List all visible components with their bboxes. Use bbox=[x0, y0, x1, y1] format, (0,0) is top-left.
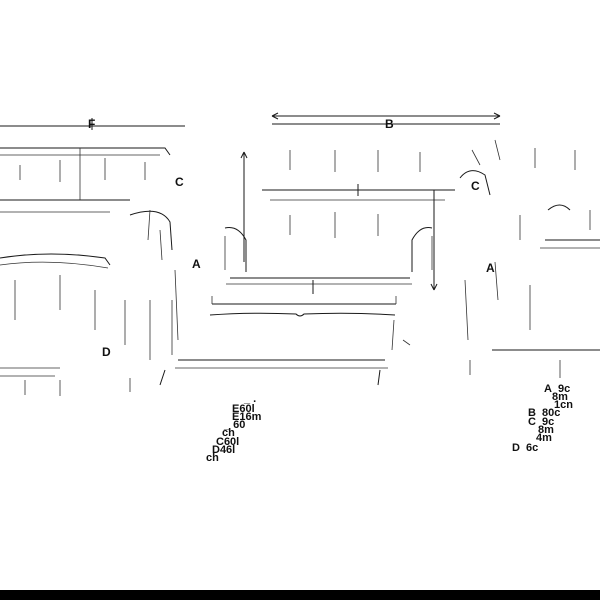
center-sofa-body-sides bbox=[171, 300, 395, 355]
left-sofa-arm bbox=[129, 210, 173, 251]
center-sofa-back-dashes bbox=[289, 150, 421, 172]
dimension-left-2: E16m bbox=[232, 411, 262, 423]
dimension-right-value-7: 6c bbox=[526, 442, 538, 454]
right-sofa-arm-top bbox=[459, 170, 491, 196]
dimension-right-key-7: D bbox=[512, 442, 520, 454]
left-sofa-side-dashes bbox=[149, 269, 179, 360]
center-sofa-front-cushion bbox=[209, 312, 396, 317]
left-sofa-back-top bbox=[0, 147, 171, 156]
dimension-arrow-a-bottom bbox=[430, 283, 438, 291]
dimension-left-1: E60l bbox=[232, 403, 255, 415]
dimension-arrow-a-top bbox=[240, 151, 248, 159]
left-sofa-arm-dashes bbox=[147, 209, 163, 261]
dimension-left-4: ch bbox=[222, 427, 235, 439]
center-sofa-mid-dashes bbox=[289, 212, 379, 238]
right-sofa-mid-dashes bbox=[519, 210, 591, 240]
left-sofa-drawing bbox=[0, 118, 185, 396]
right-sofa-front-dashes bbox=[464, 261, 531, 341]
label-f: F bbox=[88, 117, 95, 131]
left-sofa-front-cushion bbox=[0, 253, 111, 266]
dimension-right-value-1: 8m bbox=[552, 391, 568, 403]
dimension-left-3: _ 60 bbox=[223, 419, 245, 431]
right-sofa-back-dashes bbox=[534, 148, 576, 170]
center-sofa-right-arm bbox=[411, 227, 433, 272]
label-c-left: C bbox=[175, 175, 184, 189]
dimension-right-key-4: C bbox=[528, 416, 536, 428]
dimensions-right-list: A 9c 8m 1cn B 80c C 9c 8m 4m D 6c bbox=[512, 383, 573, 454]
right-sofa-top-dashes bbox=[471, 139, 501, 166]
center-sofa-front-cushion-sides bbox=[211, 296, 397, 304]
left-sofa-back-seam bbox=[0, 148, 160, 200]
center-sofa-left-arm bbox=[224, 227, 247, 272]
dimension-right-value-5: 8m bbox=[538, 424, 554, 436]
label-a-center: A bbox=[192, 257, 201, 271]
dimension-right-key-0: A bbox=[544, 383, 552, 395]
dimensions-left-list: _ . E60l E16m _ 60 ch C60l D46l ch bbox=[206, 393, 262, 464]
left-sofa-legs bbox=[24, 378, 131, 396]
label-b: B bbox=[385, 117, 394, 131]
left-sofa-back-dashes bbox=[19, 158, 146, 182]
dimension-right-value-4: 9c bbox=[542, 416, 554, 428]
bottom-edge-bar bbox=[0, 590, 600, 600]
dimension-left-5: C60l bbox=[216, 436, 239, 448]
dimension-left-6: D46l bbox=[212, 444, 235, 456]
right-sofa-back-curve bbox=[547, 204, 571, 211]
dimension-right-value-0: 9c bbox=[558, 383, 570, 395]
dimension-right-value-6: 4m bbox=[536, 432, 552, 444]
right-sofa-legs bbox=[469, 360, 561, 378]
dimension-left-0: _ . bbox=[243, 393, 256, 405]
dimension-right-value-3: 80c bbox=[542, 407, 560, 419]
dimension-arrows-b bbox=[271, 112, 501, 120]
center-sofa-legs bbox=[159, 369, 381, 386]
center-sofa-mark bbox=[402, 339, 411, 346]
label-c-right: C bbox=[471, 179, 480, 193]
label-a-right: A bbox=[486, 261, 495, 275]
left-sofa-front-dashes bbox=[14, 275, 126, 345]
dimension-left-7: ch bbox=[206, 452, 219, 464]
left-sofa-base bbox=[0, 367, 60, 377]
dimension-right-key-3: B bbox=[528, 407, 536, 419]
center-sofa-drawing bbox=[159, 112, 501, 386]
left-sofa-front-cushion-2 bbox=[0, 261, 109, 269]
right-sofa-drawing bbox=[430, 139, 600, 378]
label-d-left: D bbox=[102, 345, 111, 359]
dimension-right-value-2: 1cn bbox=[554, 399, 573, 411]
